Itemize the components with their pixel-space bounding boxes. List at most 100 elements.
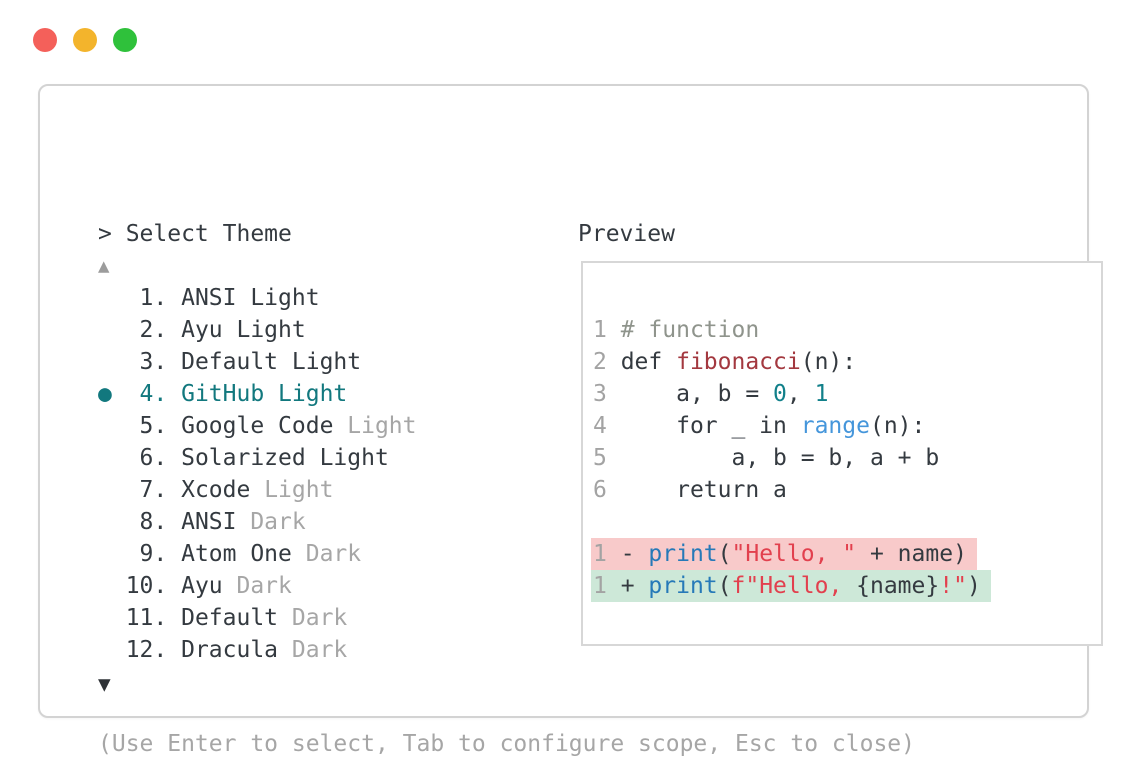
theme-item-variant: Light: [278, 349, 362, 375]
selected-marker: [98, 477, 126, 503]
theme-list-item[interactable]: 12. Dracula Dark: [98, 634, 417, 666]
theme-item-name: Default: [181, 605, 279, 631]
theme-item-name: Ayu: [181, 573, 223, 599]
line-number: 6: [593, 477, 621, 503]
code-line-content: 2 def fibonacci(n):: [593, 346, 856, 378]
theme-item-name: Dracula: [181, 637, 279, 663]
theme-item-number: 9.: [125, 541, 182, 567]
theme-list-item[interactable]: ● 4. GitHub Light: [98, 378, 417, 410]
hint-text: (Use Enter to select, Tab to configure s…: [98, 731, 915, 757]
code-token: -: [620, 541, 649, 567]
scroll-up-icon[interactable]: ▲: [98, 255, 110, 277]
theme-list-item[interactable]: 9. Atom One Dark: [98, 538, 417, 570]
code-line: 4 for _ in range(n):: [593, 410, 991, 442]
theme-item-number: 8.: [125, 509, 182, 535]
theme-list-item[interactable]: 8. ANSI Dark: [98, 506, 417, 538]
theme-item-variant: Light: [236, 285, 320, 311]
traffic-light-zoom[interactable]: [113, 28, 137, 52]
selected-marker: ●: [98, 381, 126, 407]
code-token: (: [717, 573, 732, 599]
scroll-down-icon[interactable]: ▼: [98, 672, 111, 696]
code-line: 3 a, b = 0, 1: [593, 378, 991, 410]
code-token: "Hello, ": [731, 541, 857, 567]
theme-item-variant: Light: [222, 317, 306, 343]
theme-item-number: 4.: [125, 381, 182, 407]
code-token: # function: [620, 317, 760, 343]
theme-list-item[interactable]: 3. Default Light: [98, 346, 417, 378]
code-token: !": [939, 573, 967, 599]
code-token: (: [717, 541, 732, 567]
theme-item-name: ANSI: [181, 285, 237, 311]
theme-list-item[interactable]: 5. Google Code Light: [98, 410, 417, 442]
selected-marker: [98, 509, 126, 535]
theme-list-item[interactable]: 1. ANSI Light: [98, 282, 417, 314]
theme-list-item[interactable]: 11. Default Dark: [98, 602, 417, 634]
code-line-content: 4 for _ in range(n):: [593, 410, 925, 442]
theme-item-number: 1.: [125, 285, 182, 311]
theme-item-name: Ayu: [181, 317, 223, 343]
theme-item-variant: Light: [333, 413, 417, 439]
theme-item-number: 10.: [125, 573, 182, 599]
theme-item-variant: Dark: [278, 605, 348, 631]
code-line-content: 1 # function: [593, 314, 759, 346]
code-token: ,: [786, 381, 815, 407]
theme-list-item[interactable]: 7. Xcode Light: [98, 474, 417, 506]
theme-list: 1. ANSI Light 2. Ayu Light 3. Default Li…: [98, 282, 417, 666]
theme-item-variant: Dark: [278, 637, 348, 663]
selected-marker: [98, 413, 126, 439]
theme-list-item[interactable]: 10. Ayu Dark: [98, 570, 417, 602]
code-token: 1: [814, 381, 829, 407]
code-line-content: 5 a, b = b, a + b: [593, 442, 939, 474]
code-token: def: [620, 349, 677, 375]
theme-item-number: 11.: [125, 605, 182, 631]
code-token: range: [800, 413, 870, 439]
theme-item-number: 2.: [125, 317, 182, 343]
selected-marker: [98, 637, 126, 663]
line-number: 1: [593, 573, 621, 599]
line-number: 5: [593, 445, 621, 471]
theme-item-number: 7.: [125, 477, 182, 503]
code-line-content: 6 return a: [593, 474, 787, 506]
preview-title: Preview: [578, 221, 675, 247]
code-line: 2 def fibonacci(n):: [593, 346, 991, 378]
code-token: (n):: [800, 349, 857, 375]
code-token: print: [648, 573, 718, 599]
code-token: ): [966, 573, 981, 599]
selected-marker: [98, 605, 126, 631]
line-number: 3: [593, 381, 621, 407]
code-token: return a: [620, 477, 787, 503]
code-token: fibonacci: [676, 349, 801, 375]
theme-item-variant: Dark: [236, 509, 306, 535]
selected-marker: [98, 445, 126, 471]
code-line: 1 + print(f"Hello, {name}!"): [591, 570, 991, 602]
theme-item-name: ANSI: [181, 509, 237, 535]
theme-list-item[interactable]: 6. Solarized Light: [98, 442, 417, 474]
theme-item-number: 3.: [125, 349, 182, 375]
theme-list-item[interactable]: 2. Ayu Light: [98, 314, 417, 346]
theme-prompt: > Select Theme: [98, 221, 292, 247]
code-token: {name}: [856, 573, 940, 599]
theme-item-number: 6.: [125, 445, 182, 471]
theme-item-name: Solarized: [181, 445, 306, 471]
selected-marker: [98, 573, 126, 599]
theme-item-name: Default: [181, 349, 279, 375]
theme-item-number: 5.: [125, 413, 182, 439]
traffic-light-close[interactable]: [33, 28, 57, 52]
diff-removed-line: 1 - print("Hello, " + name): [591, 538, 977, 570]
theme-item-variant: Dark: [222, 573, 292, 599]
selected-marker: [98, 541, 126, 567]
code-token: 0: [773, 381, 787, 407]
line-number: 2: [593, 349, 621, 375]
theme-picker-dialog: > Select Theme ▲ 1. ANSI Light 2. Ayu Li…: [38, 84, 1103, 757]
code-line: 1 - print("Hello, " + name): [591, 538, 991, 570]
theme-item-name: Xcode: [181, 477, 251, 503]
theme-item-name: GitHub: [181, 381, 265, 407]
code-line-content: 3 a, b = 0, 1: [593, 378, 828, 410]
code-token: a, b =: [620, 381, 774, 407]
code-line: 5 a, b = b, a + b: [593, 442, 991, 474]
traffic-light-minimize[interactable]: [73, 28, 97, 52]
theme-item-variant: Light: [264, 381, 348, 407]
code-token: +: [620, 573, 649, 599]
